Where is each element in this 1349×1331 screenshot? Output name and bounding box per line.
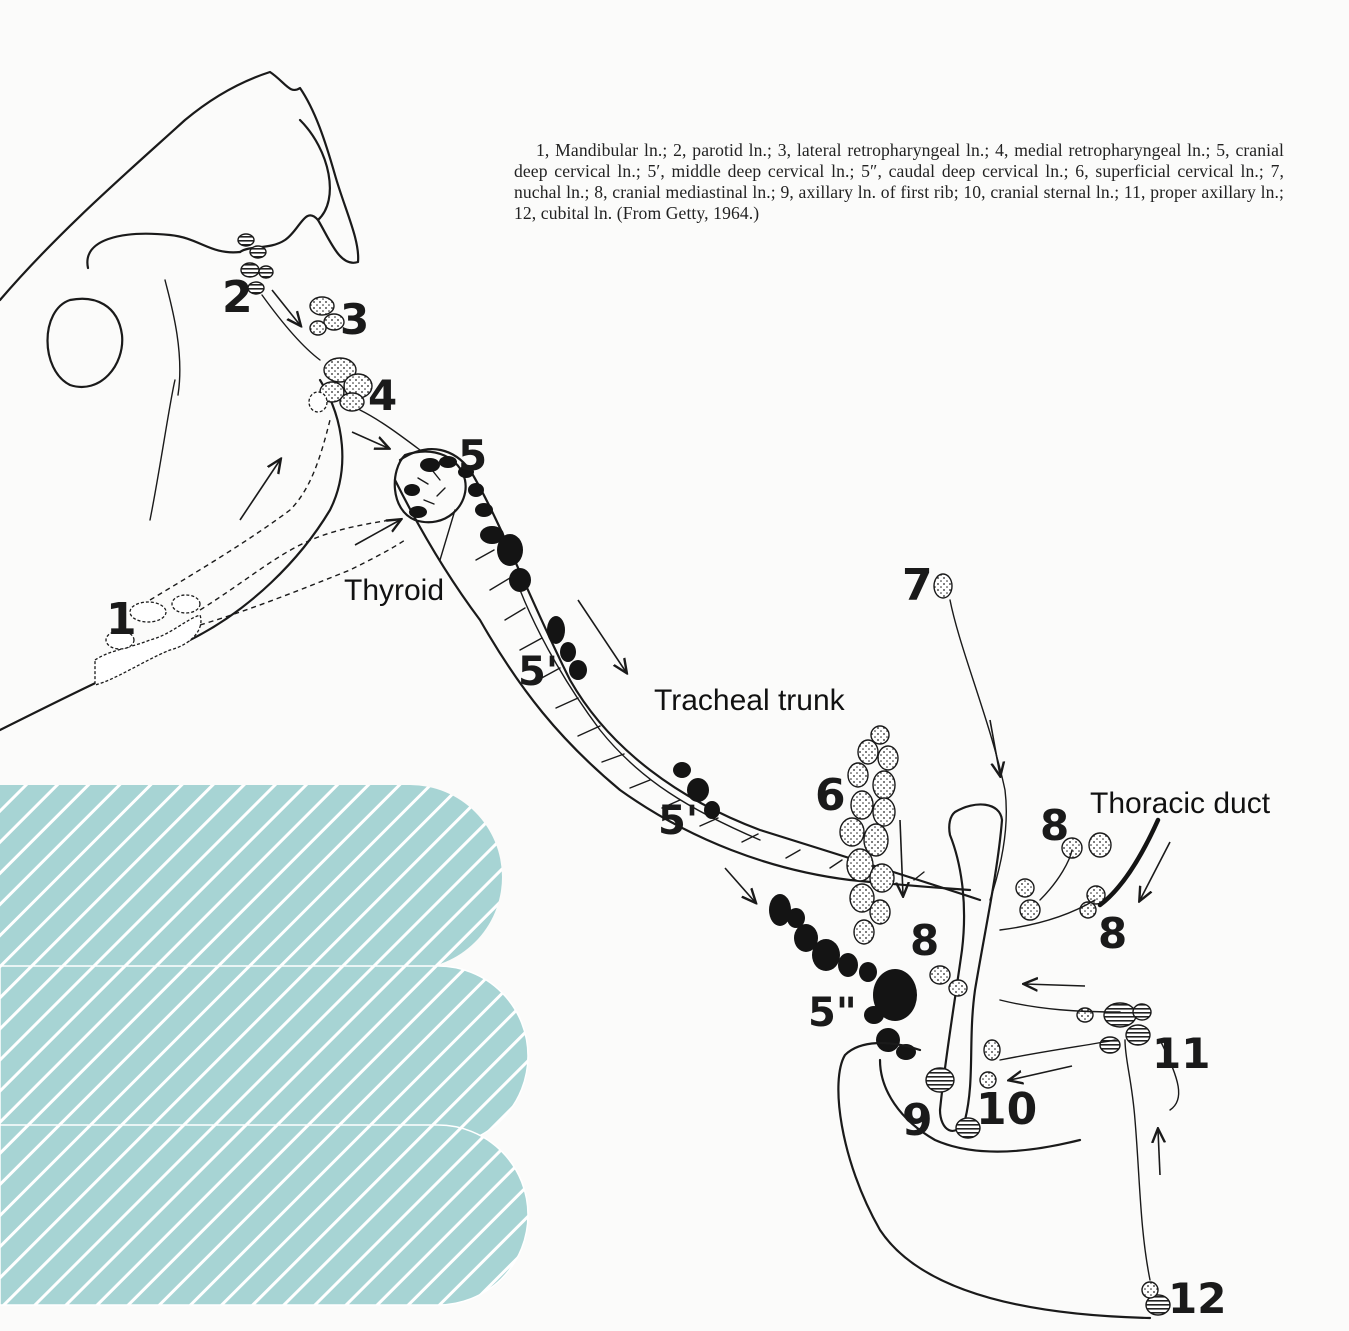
- label-2: 2: [222, 272, 253, 323]
- lateral-retropharyngeal-nodes: [309, 296, 345, 336]
- overlay-band-middle: [0, 965, 529, 1147]
- label-12: 12: [1168, 1274, 1226, 1323]
- figure-caption: 1, Mandibular ln.; 2, parotid ln.; 3, la…: [514, 140, 1284, 223]
- overlay-band-bottom: [0, 1124, 529, 1306]
- label-8-top: 8: [1040, 801, 1069, 850]
- mandibular-nodes: [94, 419, 406, 686]
- label-5-prime-upper: 5': [518, 649, 558, 695]
- medial-retropharyngeal-nodes: [308, 357, 373, 413]
- overlay-band-top: [0, 785, 502, 969]
- label-8-right: 8: [1098, 909, 1127, 958]
- cranial-mediastinal-nodes: [929, 832, 1112, 997]
- head-outline: [0, 70, 360, 732]
- flow-arrows: [239, 289, 1171, 1176]
- label-5: 5: [458, 431, 487, 480]
- label-8-left: 8: [910, 916, 939, 965]
- label-7: 7: [902, 560, 933, 611]
- caudal-deep-cervical-nodes: [769, 894, 917, 1060]
- parotid-vessel: [261, 294, 321, 361]
- tracheal-trunk-label: Tracheal trunk: [654, 684, 846, 717]
- label-3: 3: [340, 295, 369, 344]
- superficial-cervical-nodes: [839, 725, 899, 945]
- thoracic-duct-line: [1097, 817, 1161, 908]
- label-9: 9: [902, 1095, 933, 1146]
- cranial-deep-cervical-nodes: [404, 456, 531, 592]
- label-11: 11: [1152, 1029, 1210, 1078]
- nuchal-node: [933, 573, 1008, 901]
- thyroid-label: Thyroid: [344, 574, 444, 607]
- thoracic-duct-label: Thoracic duct: [1090, 787, 1271, 820]
- label-10: 10: [976, 1084, 1037, 1135]
- first-rib: [837, 803, 1152, 1320]
- striped-overlay: [0, 785, 529, 1306]
- retro-vessel: [359, 409, 421, 451]
- structure-labels: Thyroid Tracheal trunk Thoracic duct: [344, 574, 1271, 820]
- thyroid-gland: [393, 450, 467, 561]
- label-6: 6: [815, 770, 846, 821]
- label-5-prime-lower: 5': [658, 798, 698, 844]
- node-labels: 1 2 3 4 5 5' 5' 5" 6 7 8 8 8 9 10 11 12: [106, 272, 1226, 1323]
- label-4: 4: [368, 371, 397, 420]
- label-1: 1: [106, 594, 137, 645]
- label-5-double-prime: 5": [808, 990, 857, 1036]
- middle-deep-cervical-nodes: [547, 616, 720, 819]
- axillary-sternal-nodes: [925, 999, 1180, 1316]
- parotid-nodes: [237, 233, 274, 295]
